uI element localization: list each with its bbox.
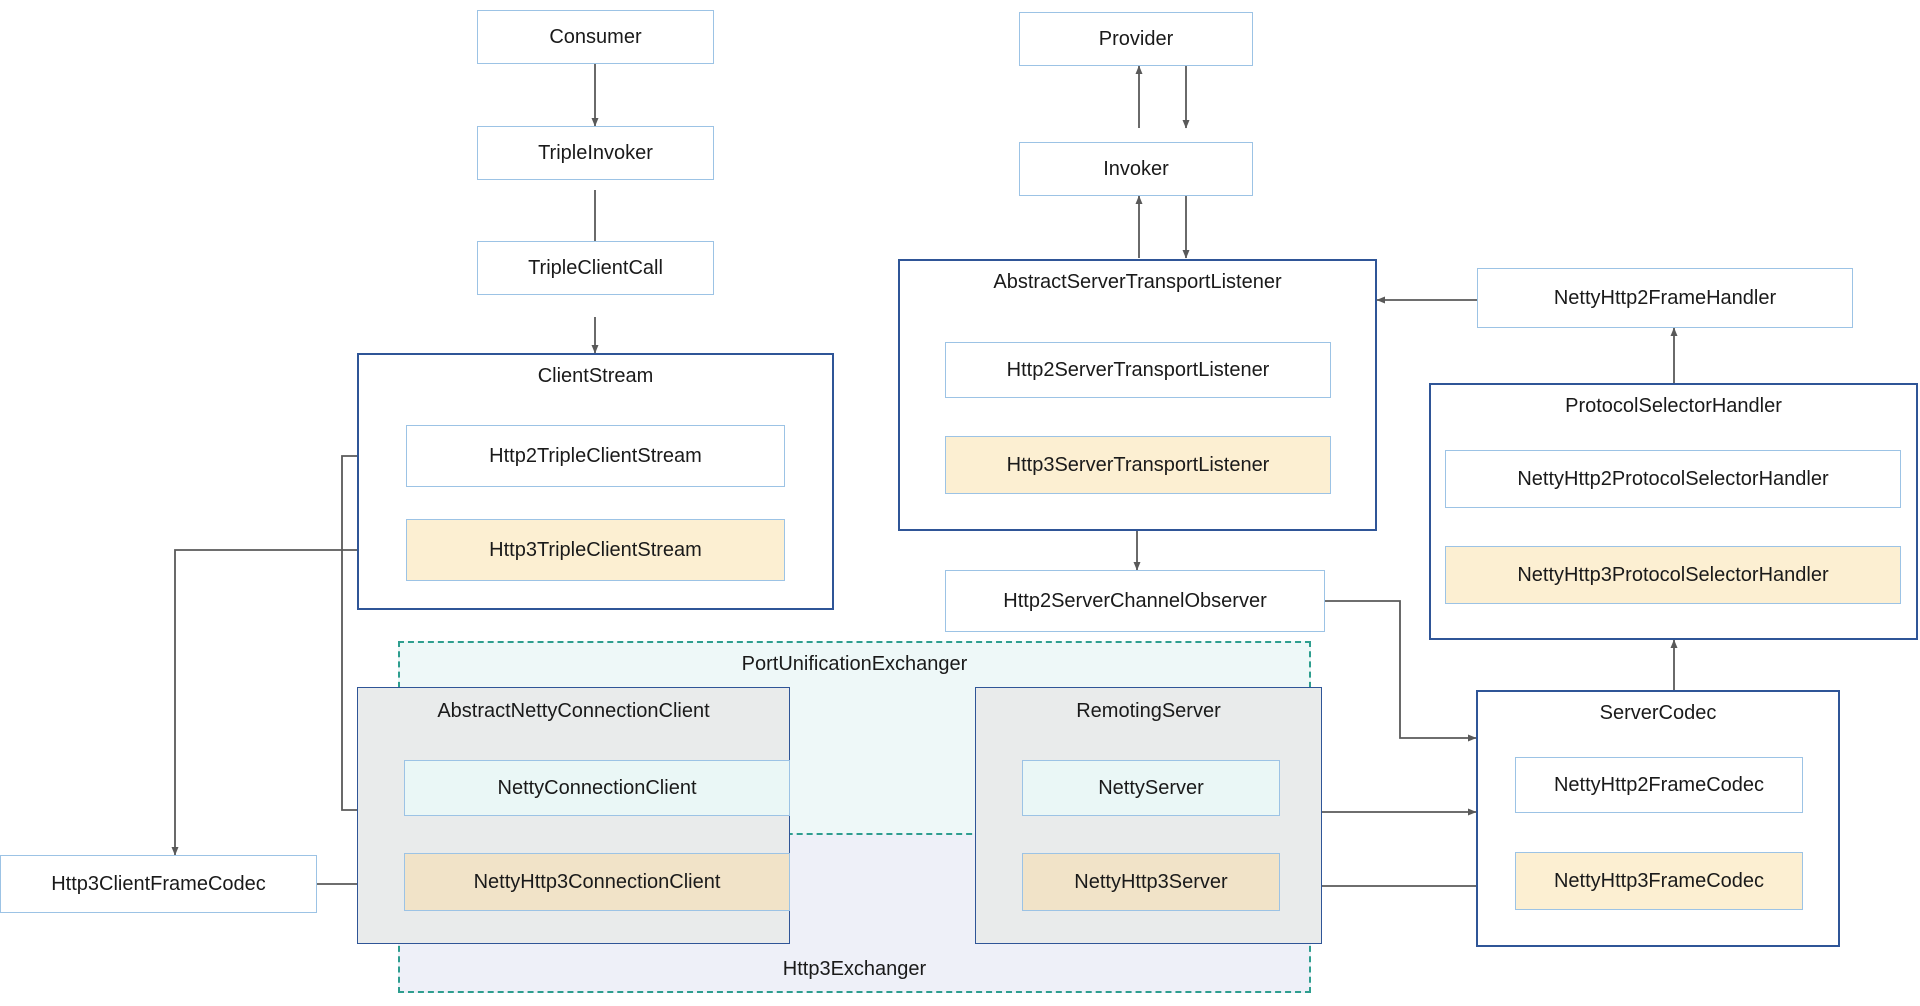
node-netty-http2-frame-codec-label: NettyHttp2FrameCodec: [1553, 774, 1765, 796]
node-http2-server-channel-observer-label: Http2ServerChannelObserver: [1003, 590, 1267, 612]
node-consumer-label: Consumer: [549, 26, 642, 48]
node-http2-server-transport-listener[interactable]: Http2ServerTransportListener: [945, 342, 1331, 398]
node-netty-server-label: NettyServer: [1098, 776, 1204, 799]
node-netty-http3-frame-codec[interactable]: NettyHttp3FrameCodec: [1515, 852, 1803, 910]
node-netty-http3-server-label: NettyHttp3Server: [1074, 870, 1228, 893]
group-client-stream-label: ClientStream: [537, 365, 654, 387]
node-http2-server-transport-listener-label: Http2ServerTransportListener: [1006, 359, 1270, 381]
group-abstract-netty-connection-client-label: AbstractNettyConnectionClient: [437, 700, 710, 722]
group-server-codec-label: ServerCodec: [1599, 702, 1717, 724]
group-remoting-server-label: RemotingServer: [1076, 700, 1221, 722]
node-netty-http3-frame-codec-label: NettyHttp3FrameCodec: [1553, 870, 1765, 892]
node-http2-triple-client-stream-label: Http2TripleClientStream: [489, 445, 702, 467]
node-http2-server-channel-observer[interactable]: Http2ServerChannelObserver: [945, 570, 1325, 632]
node-triple-client-call-label: TripleClientCall: [528, 257, 663, 279]
node-netty-http3-connection-client[interactable]: NettyHttp3ConnectionClient: [404, 853, 790, 911]
node-http3-triple-client-stream[interactable]: Http3TripleClientStream: [406, 519, 785, 581]
node-netty-http2-protocol-selector-handler[interactable]: NettyHttp2ProtocolSelectorHandler: [1445, 450, 1901, 508]
node-http3-server-transport-listener-label: Http3ServerTransportListener: [1006, 454, 1270, 476]
node-netty-http3-protocol-selector-handler[interactable]: NettyHttp3ProtocolSelectorHandler: [1445, 546, 1901, 604]
group-protocol-selector-handler-label: ProtocolSelectorHandler: [1565, 395, 1782, 417]
group-http3-exchanger-label: Http3Exchanger: [782, 958, 927, 980]
node-provider-label: Provider: [1098, 28, 1174, 50]
node-http3-client-frame-codec-label: Http3ClientFrameCodec: [51, 873, 266, 895]
node-netty-server[interactable]: NettyServer: [1022, 760, 1280, 816]
node-http3-server-transport-listener[interactable]: Http3ServerTransportListener: [945, 436, 1331, 494]
node-provider[interactable]: Provider: [1019, 12, 1253, 66]
node-triple-invoker-label: TripleInvoker: [538, 142, 653, 164]
node-invoker[interactable]: Invoker: [1019, 142, 1253, 196]
node-netty-http2-frame-handler[interactable]: NettyHttp2FrameHandler: [1477, 268, 1853, 328]
node-invoker-label: Invoker: [1103, 158, 1169, 180]
node-netty-http3-connection-client-label: NettyHttp3ConnectionClient: [473, 870, 721, 893]
node-triple-client-call[interactable]: TripleClientCall: [477, 241, 714, 295]
node-netty-http2-frame-handler-label: NettyHttp2FrameHandler: [1553, 287, 1777, 309]
node-netty-http2-protocol-selector-handler-label: NettyHttp2ProtocolSelectorHandler: [1517, 468, 1829, 490]
node-netty-http3-protocol-selector-handler-label: NettyHttp3ProtocolSelectorHandler: [1517, 564, 1829, 586]
group-port-unification-exchanger-label: PortUnificationExchanger: [741, 653, 968, 675]
node-netty-http2-frame-codec[interactable]: NettyHttp2FrameCodec: [1515, 757, 1803, 813]
node-triple-invoker[interactable]: TripleInvoker: [477, 126, 714, 180]
node-netty-connection-client-label: NettyConnectionClient: [497, 776, 697, 799]
group-abstract-server-transport-listener-label: AbstractServerTransportListener: [993, 271, 1282, 293]
node-consumer[interactable]: Consumer: [477, 10, 714, 64]
node-http3-client-frame-codec[interactable]: Http3ClientFrameCodec: [0, 855, 317, 913]
node-http3-triple-client-stream-label: Http3TripleClientStream: [489, 539, 702, 561]
node-http2-triple-client-stream[interactable]: Http2TripleClientStream: [406, 425, 785, 487]
node-netty-http3-server[interactable]: NettyHttp3Server: [1022, 853, 1280, 911]
node-netty-connection-client[interactable]: NettyConnectionClient: [404, 760, 790, 816]
